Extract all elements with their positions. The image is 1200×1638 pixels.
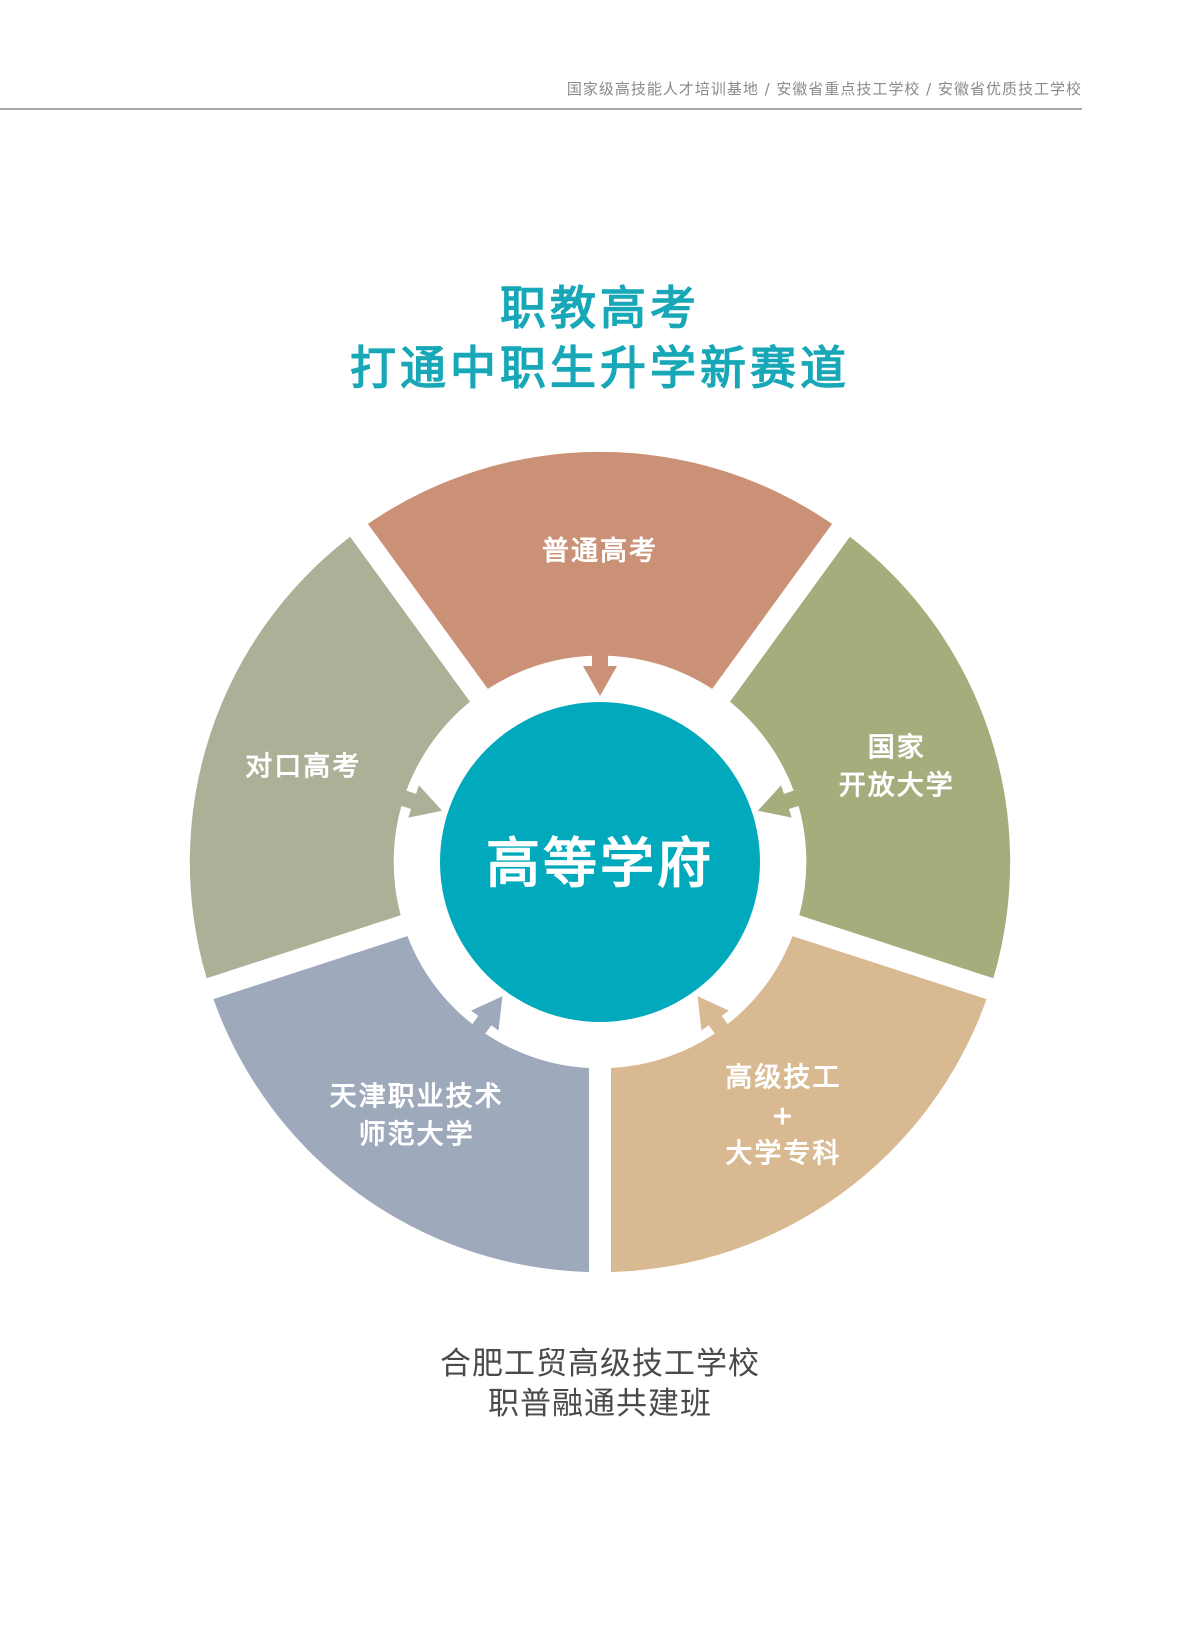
segment-3-label-line-0: 天津职业技术 [330,1081,504,1112]
title-line-1: 职教高考 [500,281,700,335]
footer-caption: 合肥工贸高级技工学校 职普融通共建班 [0,1344,1200,1424]
segment-2-label-line-1: + [771,1100,796,1131]
segment-3-label-line-1: 师范大学 [359,1118,475,1150]
header-divider [0,108,1082,110]
segment-4-label-line-0: 对口高考 [245,751,361,783]
arrow-4 [397,785,443,818]
footer-line-2: 职普融通共建班 [488,1386,712,1422]
title-line-2: 打通中职生升学新赛道 [350,341,850,395]
segment-0 [367,451,833,689]
arrow-2 [697,996,730,1037]
center-label: 高等学府 [486,832,714,895]
segment-0-label-line-0: 普通高考 [542,535,658,567]
segment-3 [213,936,589,1272]
segment-2-label-line-2: 大学专科 [725,1137,841,1169]
footer-line-1: 合肥工贸高级技工学校 [440,1346,760,1382]
arrow-3 [470,996,503,1037]
page-title: 职教高考 打通中职生升学新赛道 [0,278,1200,398]
header-accreditation-text: 国家级高技能人才培训基地 / 安徽省重点技工学校 / 安徽省优质技工学校 [566,80,1082,98]
arrow-1 [757,785,803,818]
segment-1 [729,536,1011,979]
arrow-0 [583,652,617,696]
segment-1-label-line-0: 国家 [868,732,926,764]
segment-4 [189,536,471,979]
segment-2 [611,936,987,1272]
segment-2-label-line-0: 高级技工 [725,1061,841,1093]
center-circle [440,702,760,1022]
segment-1-label-line-1: 开放大学 [839,770,955,802]
